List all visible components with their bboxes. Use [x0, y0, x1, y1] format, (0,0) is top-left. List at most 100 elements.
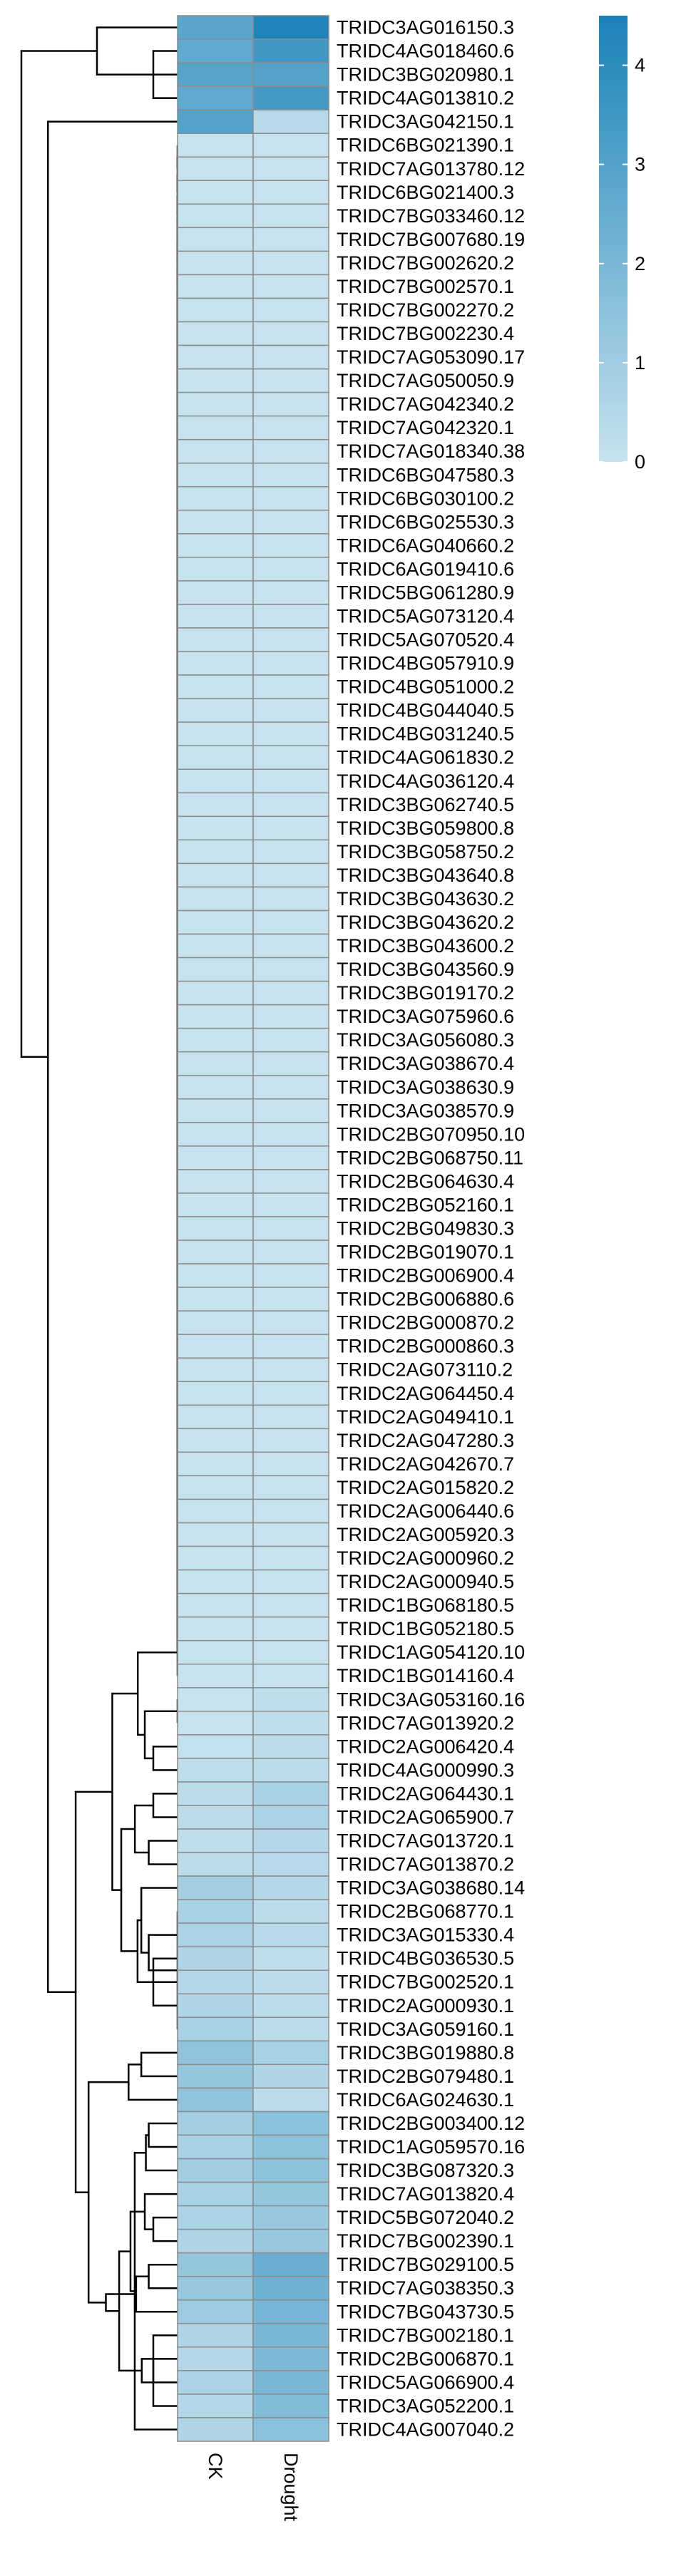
- row-label: TRIDC2AG000930.1: [337, 1995, 514, 2016]
- row-label: TRIDC2BG052160.1: [337, 1194, 514, 1215]
- row-label: TRIDC4BG051000.2: [337, 676, 514, 698]
- heatmap-cell: [252, 2252, 329, 2277]
- heatmap-cell: [252, 1875, 329, 1900]
- row-label: TRIDC2BG000870.2: [337, 1312, 514, 1334]
- row-label: TRIDC6AG024630.1: [337, 2089, 514, 2111]
- heatmap-cell: [177, 462, 254, 488]
- legend-tick-label: 4: [635, 55, 645, 76]
- row-label: TRIDC7BG002230.4: [337, 323, 514, 344]
- heatmap-cell: [177, 15, 254, 40]
- row-label: TRIDC3AG056080.3: [337, 1029, 514, 1051]
- row-label: TRIDC2BG006880.6: [337, 1289, 514, 1310]
- heatmap-cell: [177, 1098, 254, 1123]
- row-label: TRIDC3BG043620.2: [337, 912, 514, 933]
- heatmap-cell: [252, 1428, 329, 1453]
- row-label: TRIDC6BG021390.1: [337, 135, 514, 156]
- heatmap-cell: [177, 1922, 254, 1947]
- heatmap-cell: [177, 933, 254, 959]
- heatmap-cell: [252, 321, 329, 346]
- heatmap-cell: [252, 38, 329, 63]
- heatmap-cell: [252, 1616, 329, 1642]
- heatmap-cell: [177, 1263, 254, 1288]
- heatmap-cell: [177, 2394, 254, 2418]
- row-label: TRIDC7AG013920.2: [337, 1712, 514, 1733]
- dendrogram-branch: [143, 2193, 178, 2230]
- row-label: TRIDC7AG053090.17: [337, 346, 525, 368]
- dendrogram-branch: [47, 120, 178, 1994]
- heatmap-cell: [252, 862, 329, 888]
- heatmap-cell: [177, 533, 254, 558]
- heatmap-cell: [252, 1310, 329, 1335]
- heatmap-cell: [177, 1240, 254, 1264]
- row-label: TRIDC4BG036530.5: [337, 1948, 514, 1969]
- heatmap-cell: [177, 768, 254, 794]
- heatmap-cell: [177, 1639, 254, 1665]
- heatmap-cell: [177, 1758, 254, 1783]
- heatmap-cell: [177, 180, 254, 205]
- heatmap-cell: [177, 1192, 254, 1217]
- row-label: TRIDC3BG059800.8: [337, 818, 514, 839]
- dendrogram-branch: [152, 2334, 178, 2384]
- dendrogram-branch: [133, 1804, 153, 1854]
- heatmap-cell: [252, 1451, 329, 1477]
- row-label: TRIDC7AG013820.4: [337, 2183, 514, 2205]
- heatmap-cell: [252, 344, 329, 370]
- row-label: TRIDC7BG033460.12: [337, 205, 525, 227]
- heatmap-cell: [252, 1263, 329, 1288]
- heatmap-cell: [177, 1498, 254, 1524]
- row-label: TRIDC2BG079480.1: [337, 2066, 514, 2087]
- row-label: TRIDC3AG016150.3: [337, 17, 514, 38]
- dendrogram-branch: [152, 2216, 178, 2242]
- heatmap-cell: [252, 2064, 329, 2089]
- heatmap-cell: [177, 368, 254, 393]
- heatmap-cell: [252, 486, 329, 511]
- heatmap-cell: [252, 1545, 329, 1571]
- row-label: TRIDC3AG053160.16: [337, 1689, 525, 1710]
- row-label: TRIDC2AG064430.1: [337, 1783, 514, 1804]
- heatmap-cell: [177, 1522, 254, 1547]
- heatmap-cell: [177, 1969, 254, 1995]
- dendrogram-branch: [148, 2122, 178, 2148]
- row-label: TRIDC1BG052180.5: [337, 1618, 514, 1639]
- dendrogram-branch: [105, 2293, 136, 2312]
- row-label: TRIDC7BG007680.19: [337, 229, 525, 250]
- dendrogram-branch: [140, 2051, 178, 2078]
- heatmap-cell: [177, 415, 254, 441]
- heatmap-cell: [252, 721, 329, 746]
- heatmap-cell: [252, 2087, 329, 2113]
- heatmap-cell: [252, 86, 329, 110]
- row-label: TRIDC1AG059570.16: [337, 2136, 525, 2158]
- heatmap-cell: [177, 862, 254, 888]
- heatmap-cell: [252, 62, 329, 87]
- heatmap-cell: [177, 1899, 254, 1924]
- heatmap-cell: [252, 109, 329, 134]
- row-label: TRIDC2BG049830.3: [337, 1218, 514, 1240]
- heatmap-cell: [252, 2346, 329, 2371]
- heatmap-cell: [252, 2016, 329, 2042]
- heatmap-cell: [177, 604, 254, 629]
- heatmap-cell: [252, 1828, 329, 1853]
- row-label: TRIDC4AG061830.2: [337, 747, 514, 768]
- heatmap-cell: [252, 792, 329, 818]
- row-label: TRIDC1BG014160.4: [337, 1665, 514, 1686]
- heatmap-cell: [252, 2205, 329, 2230]
- heatmap-cell: [177, 1734, 254, 1759]
- row-label: TRIDC2BG068770.1: [337, 1901, 514, 1922]
- heatmap-cell: [252, 651, 329, 676]
- dendrogram-branch: [140, 1887, 178, 1954]
- heatmap-cell: [177, 1122, 254, 1147]
- row-label: TRIDC2AG006440.6: [337, 1500, 514, 1522]
- row-label: TRIDC3BG043630.2: [337, 888, 514, 910]
- dendrogram-branch: [145, 2134, 178, 2172]
- dendrogram-branch: [140, 2358, 153, 2384]
- heatmap-cell: [252, 1404, 329, 1430]
- heatmap-cell: [177, 344, 254, 370]
- heatmap-cell: [177, 957, 254, 982]
- heatmap-cell: [177, 698, 254, 723]
- heatmap-cell: [252, 1734, 329, 1759]
- heatmap-cell: [252, 1946, 329, 1971]
- row-label: TRIDC5BG061280.9: [337, 582, 514, 603]
- heatmap-cell: [252, 510, 329, 535]
